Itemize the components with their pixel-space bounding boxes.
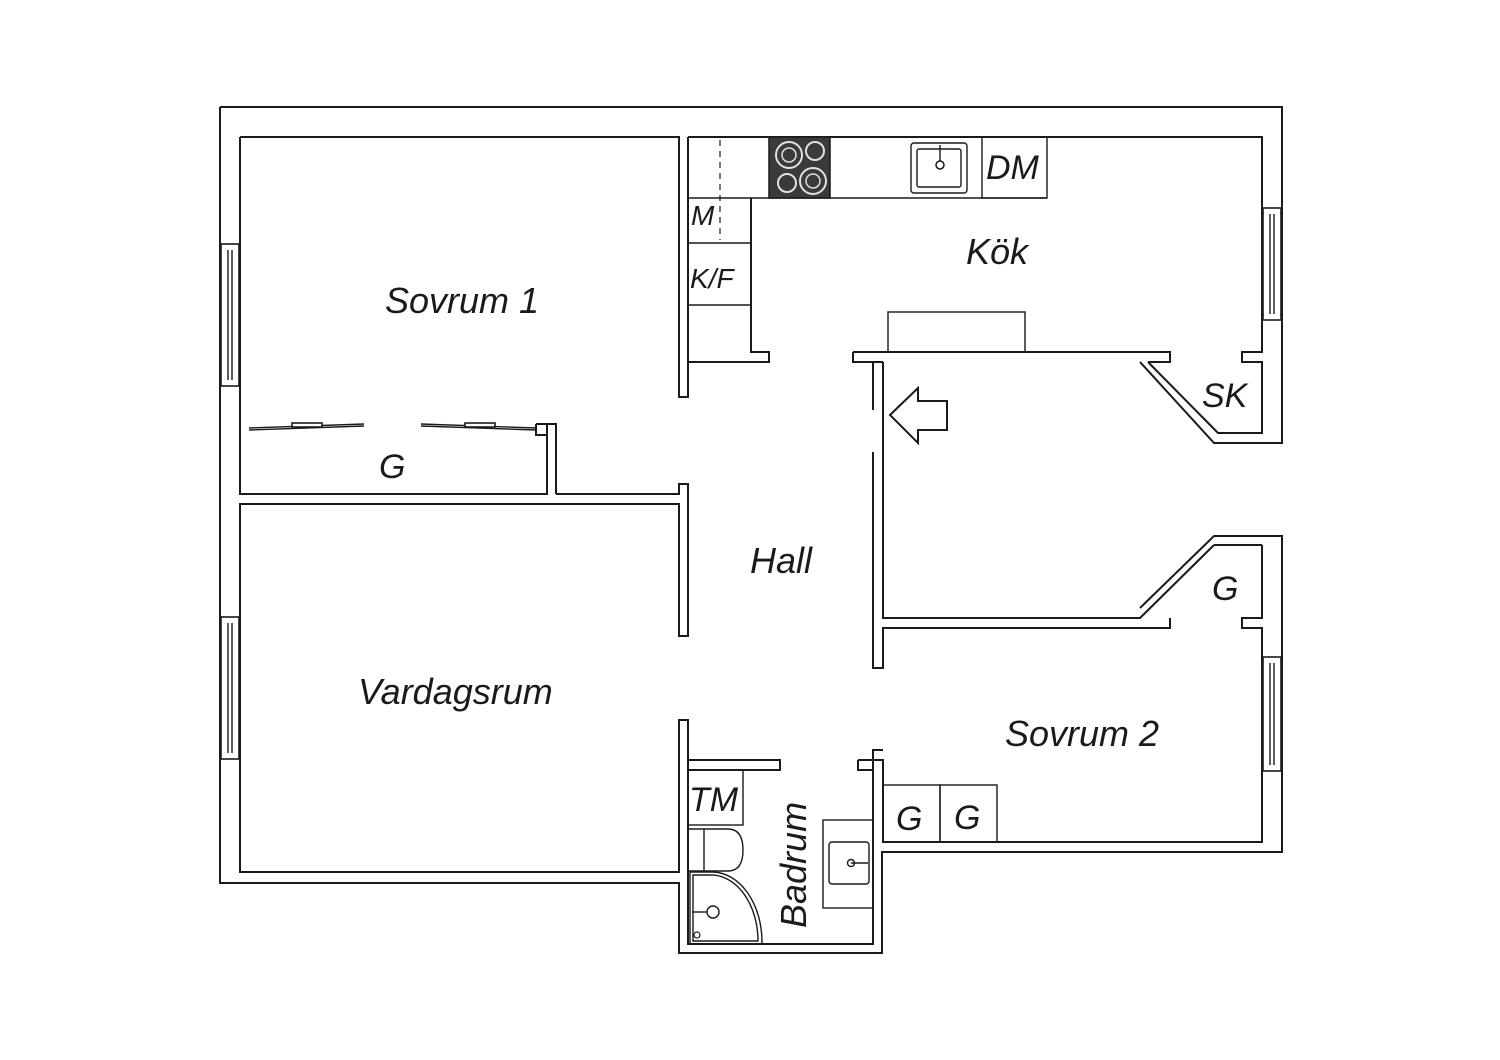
fixture-label-diskmaskin: DM [986,149,1040,187]
window-sovrum2 [1262,656,1282,772]
kitchen-counter [688,136,1048,306]
wardrobe-sliding-doors [248,422,557,494]
fixture-label-garderob-sovrum1: G [379,448,405,486]
window-vardagsrum [220,616,240,760]
room-label-kok: Kök [966,231,1030,272]
fixture-label-garderob-sovrum2-a: G [896,800,922,838]
shower-icon [689,871,763,945]
window-kok [1262,207,1282,321]
window-sovrum1 [220,243,240,387]
room-label-sovrum2: Sovrum 2 [1005,713,1159,754]
fixture-label-kyl-frys: K/F [690,263,735,294]
washing-machine-box [687,769,744,826]
kitchen-island-icon [887,311,1026,353]
outer-walls [219,106,1283,954]
sovrum2-wardrobes [882,784,998,843]
room-label-sovrum1: Sovrum 1 [385,280,539,321]
windows [220,207,1282,772]
stove-icon [768,136,831,199]
entrance-arrow-icon [888,385,948,446]
fixture-label-tvattmaskin: TM [689,781,739,819]
room-label-badrum: Badrum [773,802,814,928]
toilet-icon [689,828,744,872]
fixture-label-mikro: M [691,200,715,231]
fixture-label-garderob-sovrum2-b: G [954,799,980,837]
fixture-label-garderob-sovrum2-corner: G [1212,570,1238,608]
fixture-label-stadskap: SK [1202,377,1249,415]
room-label-vardagsrum: Vardagsrum [358,671,553,712]
kitchen-sink-icon [910,142,968,194]
interior-walls [688,198,1171,771]
bathroom-fixtures [687,769,874,945]
room-label-hall: Hall [750,540,813,581]
bathroom-sink-icon [822,819,874,909]
